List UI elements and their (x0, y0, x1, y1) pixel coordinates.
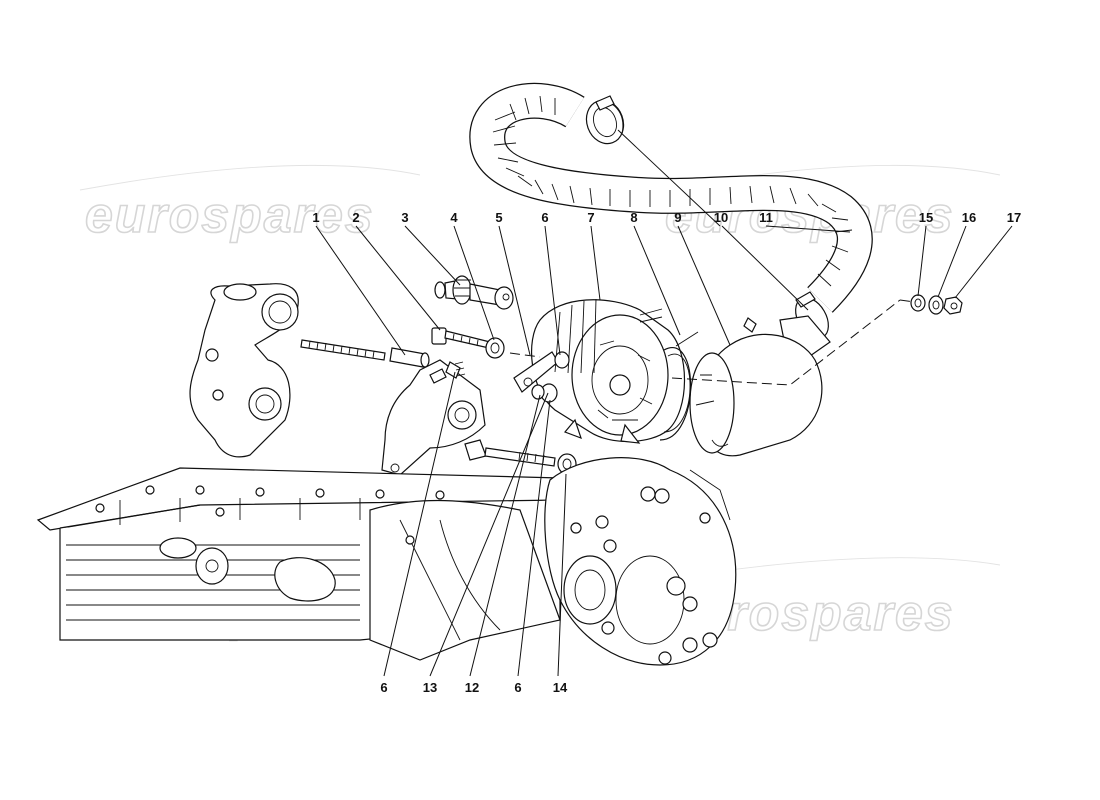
callout-17: 17 (1007, 210, 1021, 225)
hose-clamp-top (585, 95, 625, 145)
right-fasteners (910, 294, 963, 315)
leader-lines (315, 129, 1013, 677)
belt-tensioner (434, 275, 514, 310)
callout-8: 8 (630, 210, 637, 225)
timing-case (544, 457, 737, 666)
callout-11: 11 (759, 210, 773, 225)
adjust-bracket (513, 351, 570, 403)
spacer-tube (389, 347, 430, 368)
callout-10: 10 (714, 210, 728, 225)
mounting-bracket (381, 359, 486, 476)
callout-1: 1 (312, 210, 319, 225)
callout-3: 3 (401, 210, 408, 225)
callouts-top: 1 2 3 4 5 6 7 8 9 10 11 15 16 17 (312, 210, 1021, 225)
callout-6-bottom-left: 6 (380, 680, 387, 695)
callout-6-top: 6 (541, 210, 548, 225)
lower-stud (464, 439, 577, 475)
water-outlet-housing (189, 283, 299, 458)
callout-13: 13 (423, 680, 437, 695)
engine-block (36, 467, 561, 661)
callout-9: 9 (674, 210, 681, 225)
washer-4 (485, 337, 505, 359)
callout-7: 7 (587, 210, 594, 225)
filter-housing (689, 315, 831, 457)
assembly-lines (509, 299, 916, 386)
callout-14: 14 (553, 680, 568, 695)
air-hose (469, 82, 873, 313)
alternator (530, 298, 685, 444)
callout-12: 12 (465, 680, 479, 695)
watermark-top-left: eurospares (85, 187, 375, 243)
long-stud (300, 339, 386, 361)
callout-4: 4 (450, 210, 458, 225)
callout-6-bottom-right: 6 (514, 680, 521, 695)
bolt-2 (431, 327, 491, 349)
callout-2: 2 (352, 210, 359, 225)
callout-16: 16 (962, 210, 976, 225)
callout-5: 5 (495, 210, 502, 225)
callout-15: 15 (919, 210, 933, 225)
callouts-bottom: 6 13 12 6 14 (380, 680, 568, 695)
